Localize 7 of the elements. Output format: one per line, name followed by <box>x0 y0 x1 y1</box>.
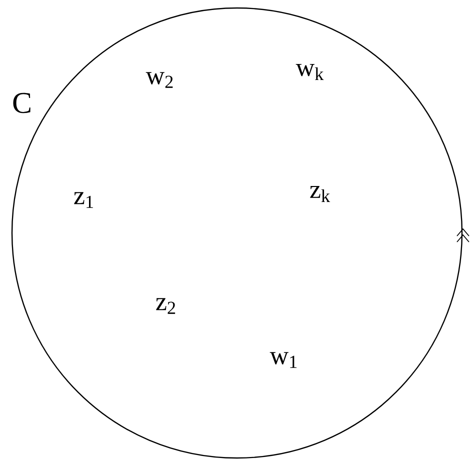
point-label: w$_{1}$ <box>270 352 297 368</box>
point-label: w$_{2}$ <box>146 72 173 88</box>
point-label: z$_{2}$ <box>156 298 176 314</box>
point-label: w$_{k}$ <box>296 64 324 80</box>
point-label: z$_{1}$ <box>74 192 93 208</box>
curve-label: C <box>13 92 30 114</box>
point-label: z$_{k}$ <box>310 186 330 202</box>
